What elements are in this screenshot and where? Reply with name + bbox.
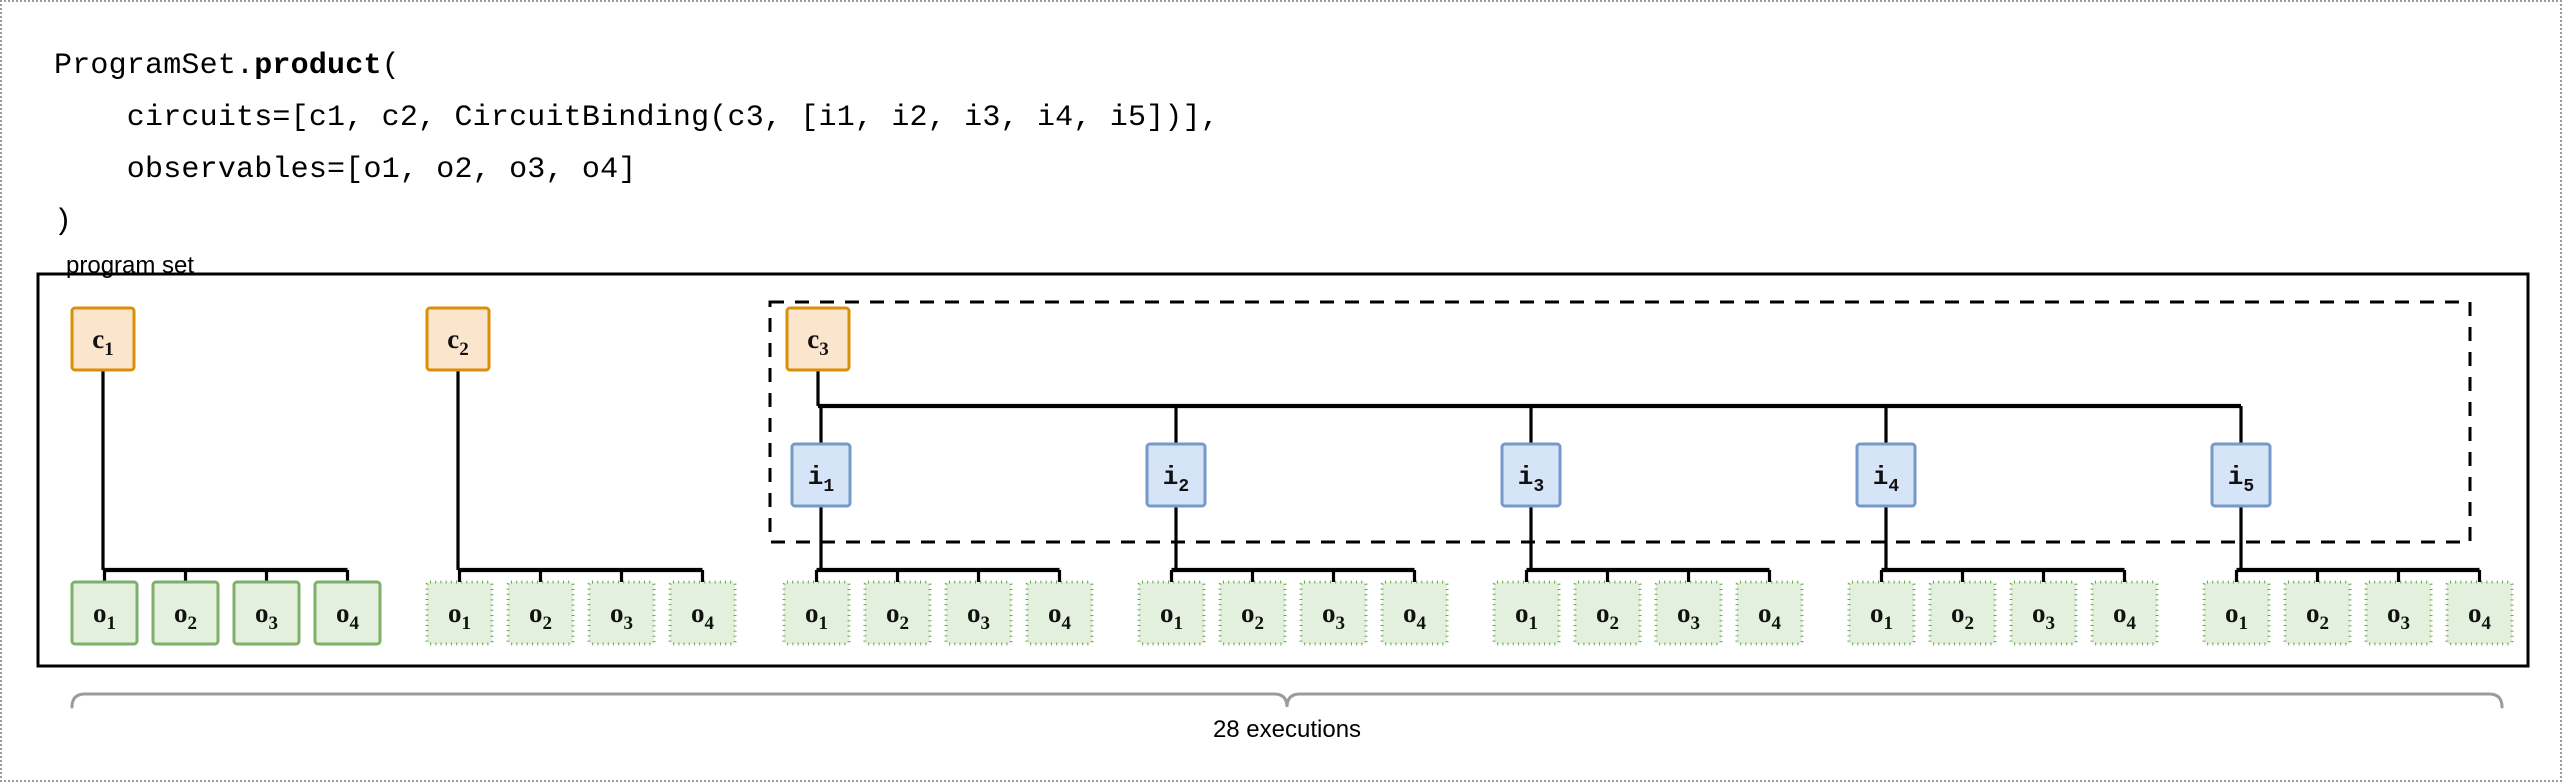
observable-box-g3-o4: o4 bbox=[1380, 580, 1449, 646]
observable-box-g6-o1-rect bbox=[2202, 580, 2271, 646]
observable-box-g0-o3: o3 bbox=[232, 580, 301, 646]
observable-box-g2-o1-rect bbox=[782, 580, 851, 646]
observable-box-g0-o2-rect bbox=[151, 580, 220, 646]
observable-box-g2-o3: o3 bbox=[944, 580, 1013, 646]
observable-box-g1-o4-rect bbox=[668, 580, 737, 646]
observable-box-g4-o3-rect bbox=[1654, 580, 1723, 646]
observable-box-g4-o3: o3 bbox=[1654, 580, 1723, 646]
observable-box-g5-o4: o4 bbox=[2090, 580, 2159, 646]
binding-box-i4: i4 bbox=[1855, 442, 1917, 508]
frame-layer bbox=[36, 272, 2530, 668]
binding-box-i3: i3 bbox=[1500, 442, 1562, 508]
binding-box-i2-rect bbox=[1145, 442, 1207, 508]
code-line-1-pre: ProgramSet. bbox=[54, 49, 255, 83]
observable-box-g0-o4-rect bbox=[313, 580, 382, 646]
observable-box-g3-o1-rect bbox=[1137, 580, 1206, 646]
binding-box-i2: i2 bbox=[1145, 442, 1207, 508]
observable-box-g5-o2: o2 bbox=[1928, 580, 1997, 646]
observable-box-g5-o1-rect bbox=[1847, 580, 1916, 646]
observable-box-g5-o1: o1 bbox=[1847, 580, 1916, 646]
observable-box-g6-o1: o1 bbox=[2202, 580, 2271, 646]
binding-box-i4-rect bbox=[1855, 442, 1917, 508]
observable-box-g0-o3-rect bbox=[232, 580, 301, 646]
observable-box-g2-o2: o2 bbox=[863, 580, 932, 646]
code-line-1: ProgramSet.product( bbox=[54, 49, 400, 83]
observable-box-g5-o3-rect bbox=[2009, 580, 2078, 646]
observable-box-g4-o4-rect bbox=[1735, 580, 1804, 646]
binding-box-i1: i1 bbox=[790, 442, 852, 508]
observable-box-g2-o2-rect bbox=[863, 580, 932, 646]
observable-box-g0-o1-rect bbox=[70, 580, 139, 646]
program-set-frame bbox=[36, 272, 2530, 668]
observable-box-g4-o2: o2 bbox=[1573, 580, 1642, 646]
observable-box-g6-o4-rect bbox=[2445, 580, 2514, 646]
circuit-box-c1: c1 bbox=[70, 306, 136, 372]
observable-box-g3-o4-rect bbox=[1380, 580, 1449, 646]
wire-layer bbox=[101, 370, 2482, 582]
observable-box-g2-o3-rect bbox=[944, 580, 1013, 646]
observable-box-g4-o1-rect bbox=[1492, 580, 1561, 646]
observable-box-g6-o2: o2 bbox=[2283, 580, 2352, 646]
executions-caption: 28 executions bbox=[1213, 716, 1361, 743]
observable-box-g3-o2: o2 bbox=[1218, 580, 1287, 646]
binding-box-i5: i5 bbox=[2210, 442, 2272, 508]
code-snippet: ProgramSet.product( circuits=[c1, c2, Ci… bbox=[54, 40, 1219, 248]
observable-box-g1-o3: o3 bbox=[587, 580, 656, 646]
observable-box-g2-o4-rect bbox=[1025, 580, 1094, 646]
observable-box-g1-o3-rect bbox=[587, 580, 656, 646]
observable-box-g5-o2-rect bbox=[1928, 580, 1997, 646]
footer-layer: 28 executions bbox=[70, 692, 2504, 743]
observable-box-g3-o1: o1 bbox=[1137, 580, 1206, 646]
observable-box-g6-o3: o3 bbox=[2364, 580, 2433, 646]
circuit-binding-frame bbox=[768, 300, 2472, 544]
code-line-1-post: ( bbox=[381, 49, 400, 83]
observable-box-g4-o4: o4 bbox=[1735, 580, 1804, 646]
observable-box-g1-o2: o2 bbox=[506, 580, 575, 646]
observable-box-g0-o4: o4 bbox=[313, 580, 382, 646]
code-line-4: ) bbox=[54, 205, 73, 239]
observable-box-g6-o4: o4 bbox=[2445, 580, 2514, 646]
code-line-3: observables=[o1, o2, o3, o4] bbox=[54, 153, 637, 187]
observable-box-g1-o1-rect bbox=[425, 580, 494, 646]
circuit-box-c2: c2 bbox=[425, 306, 491, 372]
binding-box-i5-rect bbox=[2210, 442, 2272, 508]
observable-box-g3-o2-rect bbox=[1218, 580, 1287, 646]
executions-brace bbox=[70, 692, 2504, 709]
observable-box-g5-o4-rect bbox=[2090, 580, 2159, 646]
observable-box-g4-o1: o1 bbox=[1492, 580, 1561, 646]
code-line-2: circuits=[c1, c2, CircuitBinding(c3, [i1… bbox=[54, 101, 1219, 135]
observable-box-g2-o4: o4 bbox=[1025, 580, 1094, 646]
observable-box-g2-o1: o1 bbox=[782, 580, 851, 646]
observable-box-g3-o3-rect bbox=[1299, 580, 1368, 646]
circuit-box-c3: c3 bbox=[785, 306, 851, 372]
circuit-box-c1-rect bbox=[70, 306, 136, 372]
observable-box-g1-o2-rect bbox=[506, 580, 575, 646]
observable-box-g6-o3-rect bbox=[2364, 580, 2433, 646]
circuit-box-c2-rect bbox=[425, 306, 491, 372]
code-method-name: product bbox=[254, 49, 382, 83]
binding-box-i2-label: i2 bbox=[1163, 462, 1189, 497]
observable-box-g0-o1: o1 bbox=[70, 580, 139, 646]
binding-box-i1-rect bbox=[790, 442, 852, 508]
observable-box-g1-o4: o4 bbox=[668, 580, 737, 646]
circuit-box-c3-rect bbox=[785, 306, 851, 372]
observable-box-g6-o2-rect bbox=[2283, 580, 2352, 646]
observable-box-g3-o3: o3 bbox=[1299, 580, 1368, 646]
observable-box-g4-o2-rect bbox=[1573, 580, 1642, 646]
observable-box-g0-o2: o2 bbox=[151, 580, 220, 646]
binding-box-i3-rect bbox=[1500, 442, 1562, 508]
observable-box-g5-o3: o3 bbox=[2009, 580, 2078, 646]
observable-box-g1-o1: o1 bbox=[425, 580, 494, 646]
